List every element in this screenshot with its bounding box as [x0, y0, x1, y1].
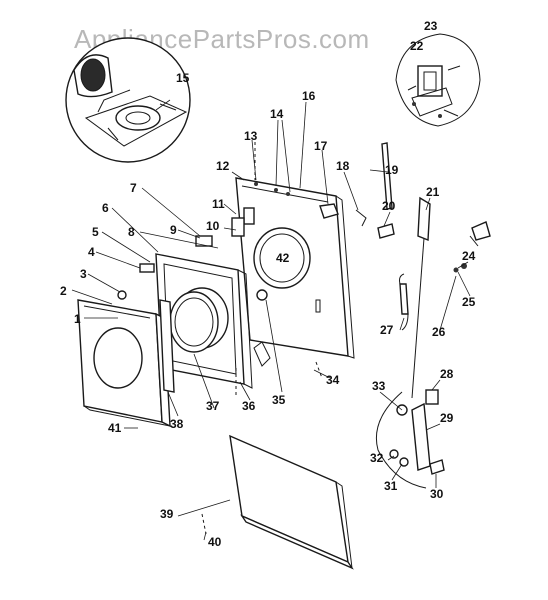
callout-20: 20	[382, 199, 396, 213]
detail-circle-22	[395, 33, 481, 127]
callout-10: 10	[206, 219, 220, 233]
callout-38: 38	[170, 417, 184, 431]
callout-42: 42	[276, 251, 290, 265]
callout-23: 23	[424, 19, 438, 33]
callout-1: 1	[74, 312, 81, 326]
front-panel-41	[77, 299, 171, 428]
callout-32: 32	[370, 451, 384, 465]
callout-15: 15	[176, 71, 190, 85]
callout-28: 28	[440, 367, 454, 381]
callout-14: 14	[270, 107, 284, 121]
rear-panel-16	[235, 177, 355, 359]
callout-33: 33	[372, 379, 386, 393]
callout-37: 37	[206, 399, 220, 413]
callout-13: 13	[244, 129, 258, 143]
callout-35: 35	[272, 393, 286, 407]
callout-34: 34	[326, 373, 340, 387]
callout-31: 31	[384, 479, 398, 493]
callout-8: 8	[128, 225, 135, 239]
callout-29: 29	[440, 411, 454, 425]
callout-30: 30	[430, 487, 444, 501]
callout-26: 26	[432, 325, 446, 339]
callout-3: 3	[80, 267, 87, 281]
callout-2: 2	[60, 284, 67, 298]
callout-19: 19	[385, 163, 399, 177]
detail-circle-lower	[375, 389, 445, 489]
seal-plate-38	[159, 299, 175, 393]
callout-11: 11	[212, 197, 225, 211]
callout-21: 21	[426, 185, 440, 199]
callout-22: 22	[410, 39, 424, 53]
rod-assembly	[381, 142, 431, 399]
callout-4: 4	[88, 245, 95, 259]
callout-6: 6	[102, 201, 109, 215]
callout-40: 40	[208, 535, 222, 549]
callout-18: 18	[336, 159, 350, 173]
callout-7: 7	[130, 181, 137, 195]
callout-25: 25	[462, 295, 476, 309]
callout-24: 24	[462, 249, 476, 263]
callout-labels: 1 2 3 4 5 6 7 8 9 10 11 12 13 14 15 16 1…	[60, 19, 476, 549]
callout-39: 39	[160, 507, 174, 521]
leader-lines	[71, 101, 471, 541]
callout-16: 16	[302, 89, 316, 103]
callout-9: 9	[170, 223, 177, 237]
callout-36: 36	[242, 399, 256, 413]
detail-circle-15	[65, 37, 191, 163]
callout-41: 41	[108, 421, 122, 435]
access-panel-39	[229, 434, 354, 570]
callout-17: 17	[314, 139, 328, 153]
callout-27: 27	[380, 323, 394, 337]
callout-5: 5	[92, 225, 99, 239]
door-gasket-37	[169, 291, 219, 353]
small-hardware	[117, 182, 491, 367]
callout-12: 12	[216, 159, 230, 173]
